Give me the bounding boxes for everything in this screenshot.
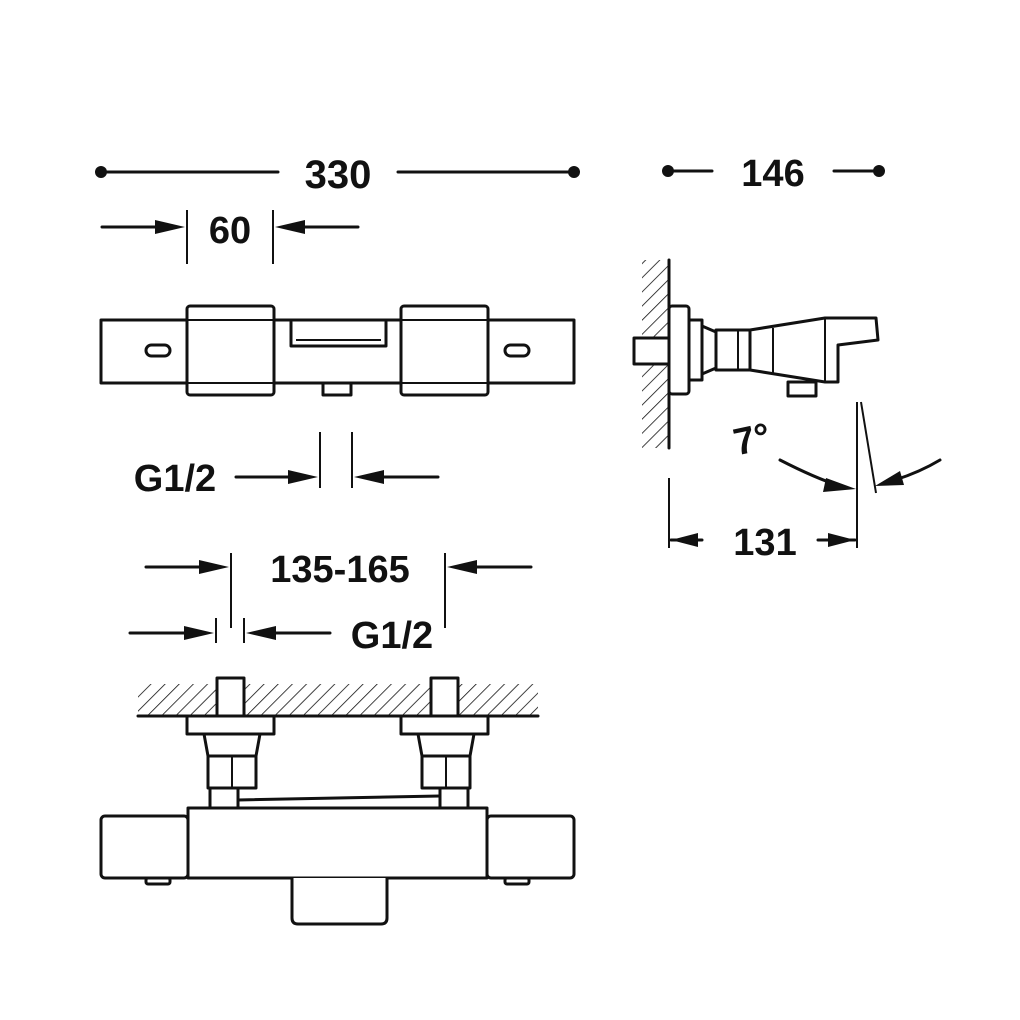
left-end-cap <box>99 814 190 880</box>
overall-width-label: 330 <box>305 153 372 197</box>
dimension-wall-offset: 131 <box>668 478 857 564</box>
right-end-cap <box>485 814 576 880</box>
dimension-body-depth: 146 <box>662 153 885 195</box>
dimension-center-distance: 135-165 <box>144 549 533 628</box>
dimension-inlet-thread-bottom: G1/2 <box>128 615 433 657</box>
tilt-angle-label: 7° <box>730 416 774 465</box>
left-wall-stub <box>215 676 246 718</box>
left-rosette <box>185 714 276 736</box>
wall-offset-label: 131 <box>733 522 796 564</box>
dimension-overall-width: 330 <box>95 153 580 197</box>
side-flange <box>667 304 691 396</box>
top-body-bar <box>186 806 489 880</box>
top-spout <box>290 878 389 926</box>
right-handle <box>399 304 490 397</box>
right-wall-stub <box>429 676 460 718</box>
inlet-thread-top-label: G1/2 <box>134 458 216 500</box>
side-outlet-nipple <box>786 380 818 398</box>
dimension-inlet-thread-top: G1/2 <box>134 432 440 500</box>
front-body-bar <box>99 318 576 385</box>
right-screw-slot <box>503 343 531 358</box>
dimension-tilt-angle: 7° <box>730 401 942 548</box>
side-union-nut <box>714 328 752 372</box>
body-depth-label: 146 <box>741 153 804 195</box>
side-view <box>632 258 880 450</box>
right-rosette <box>399 714 490 736</box>
side-body-profile <box>748 316 880 384</box>
dimension-handle-width: 60 <box>100 210 360 264</box>
handle-width-label: 60 <box>209 210 251 252</box>
top-wall-hatch <box>138 684 538 716</box>
front-spout <box>289 320 388 348</box>
left-screw-slot <box>144 343 172 358</box>
side-wall-connector <box>632 336 671 366</box>
inlet-thread-bottom-label: G1/2 <box>351 615 433 657</box>
front-outlet-nipple <box>321 381 353 397</box>
left-handle <box>185 304 276 397</box>
center-distance-label: 135-165 <box>270 549 409 591</box>
front-view <box>99 304 576 397</box>
top-view <box>99 676 576 926</box>
